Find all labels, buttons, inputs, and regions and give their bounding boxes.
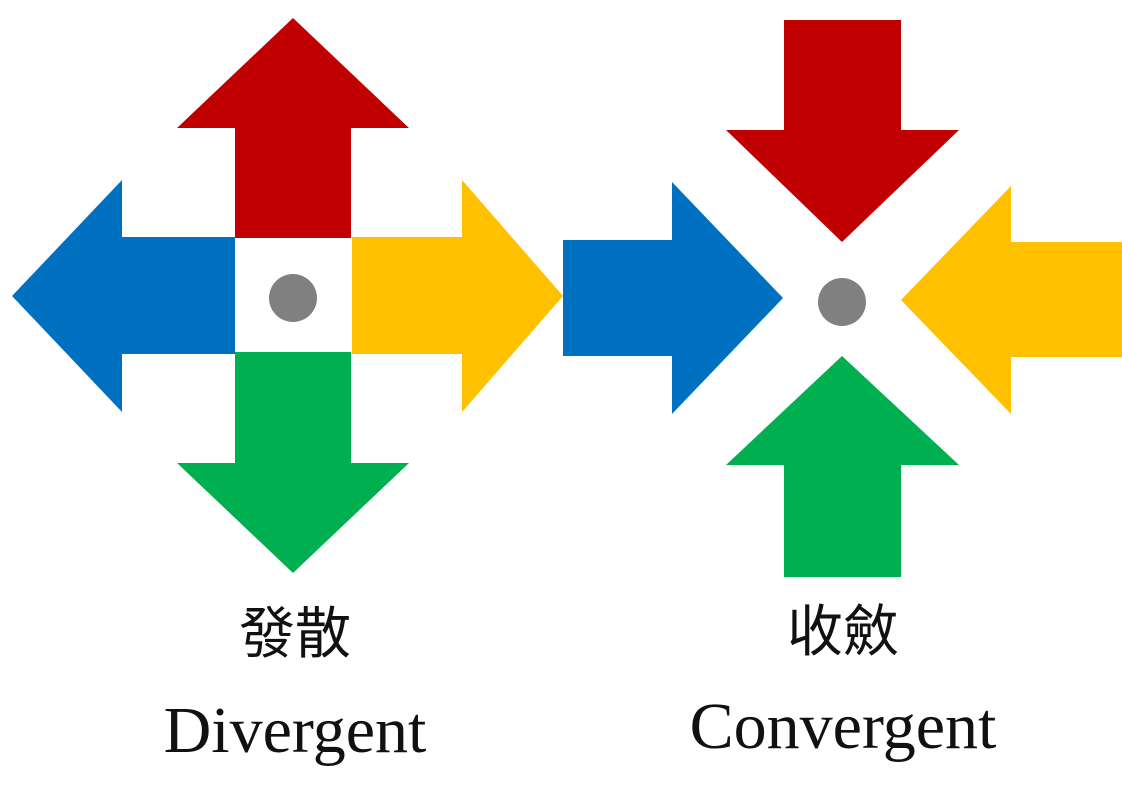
divergent-up-arrow xyxy=(177,18,409,238)
convergent-center-dot xyxy=(818,278,866,326)
divergent-left-arrow xyxy=(12,180,235,412)
convergent-left-arrow xyxy=(901,186,1122,414)
divergent-right-arrow xyxy=(352,180,563,412)
convergent-group xyxy=(563,20,1122,577)
convergent-up-arrow xyxy=(726,356,959,577)
divergent-label-english: Divergent xyxy=(163,694,427,767)
convergent-down-arrow xyxy=(726,20,959,242)
divergent-label-chinese: 發散 xyxy=(239,602,351,667)
convergent-right-arrow xyxy=(563,182,783,414)
divergent-center-dot xyxy=(269,274,317,322)
divergent-group xyxy=(12,18,563,573)
convergent-label-english: Convergent xyxy=(689,690,997,763)
divergent-down-arrow xyxy=(177,352,409,573)
convergent-label-chinese: 收斂 xyxy=(787,600,899,665)
